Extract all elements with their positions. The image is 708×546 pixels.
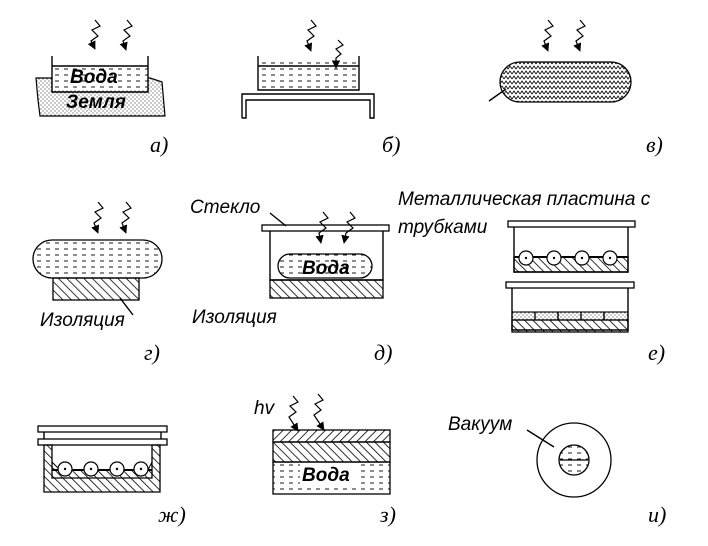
water-label-d: Вода	[302, 258, 350, 279]
panel-b: б)	[241, 19, 400, 157]
stand	[241, 93, 375, 119]
water-label-a: Вода	[70, 67, 118, 88]
water-label-z: Вода	[302, 465, 350, 486]
caption-b: б)	[382, 132, 400, 157]
metal-plate-label-line1: Металлическая пластина с	[398, 189, 651, 210]
glass-cover	[507, 220, 636, 228]
tubes	[518, 250, 618, 266]
panel-e: Металлическая пластина с трубками е)	[398, 189, 665, 365]
metal-plate-label-line2: трубками	[398, 217, 488, 238]
sun-ray-icon	[341, 211, 356, 244]
water-bag	[277, 253, 373, 279]
sun-ray-icon	[304, 19, 317, 52]
sun-ray-icon	[541, 19, 554, 52]
absorber-layer	[272, 429, 391, 443]
sun-ray-icon	[315, 211, 329, 244]
sun-ray-icon	[288, 395, 299, 432]
caption-a: а)	[150, 132, 168, 157]
insulation-layer	[272, 441, 391, 463]
insulation-label-g: Изоляция	[40, 310, 125, 331]
panel-a: Вода Земля а)	[35, 19, 168, 157]
glass-cover	[37, 425, 168, 433]
sun-ray-icon	[573, 19, 586, 52]
caption-g: г)	[144, 340, 160, 365]
glass-cover	[505, 281, 635, 289]
caption-v: в)	[646, 132, 663, 157]
insulation-block	[511, 319, 629, 333]
caption-d: д)	[374, 340, 392, 365]
glass-label: Стекло	[190, 197, 260, 218]
insulation-block	[269, 279, 384, 299]
earth-label-a: Земля	[66, 92, 126, 113]
panel-i: Вакуум и)	[448, 414, 666, 527]
panel-z: Вода hv з)	[254, 393, 396, 527]
sun-ray-icon	[119, 201, 132, 234]
caption-z: з)	[379, 502, 396, 527]
panel-v: в)	[488, 19, 663, 157]
vacuum-label: Вакуум	[448, 414, 512, 435]
glass-cover	[37, 438, 168, 446]
tubes	[57, 461, 149, 477]
insulation-block	[52, 277, 140, 301]
hv-label: hv	[254, 398, 276, 419]
sun-ray-icon	[87, 19, 101, 50]
channel-plate	[511, 311, 629, 321]
insulation-label-d: Изоляция	[192, 307, 277, 328]
water-bag	[32, 239, 163, 279]
water-bag	[499, 61, 632, 103]
panel-d: Вода Стекло Изоляция д)	[190, 197, 392, 365]
sun-ray-icon	[91, 201, 104, 234]
sun-ray-icon	[313, 393, 325, 431]
sun-ray-icon	[119, 19, 133, 51]
caption-i: и)	[648, 502, 666, 527]
pool-walls	[51, 56, 149, 93]
caption-e: е)	[648, 340, 665, 365]
water-pool	[52, 64, 148, 90]
caption-zh: ж)	[158, 502, 186, 527]
panel-g: Изоляция г)	[32, 201, 163, 365]
sun-ray-icon	[331, 39, 344, 69]
panel-zh: ж)	[37, 425, 186, 527]
